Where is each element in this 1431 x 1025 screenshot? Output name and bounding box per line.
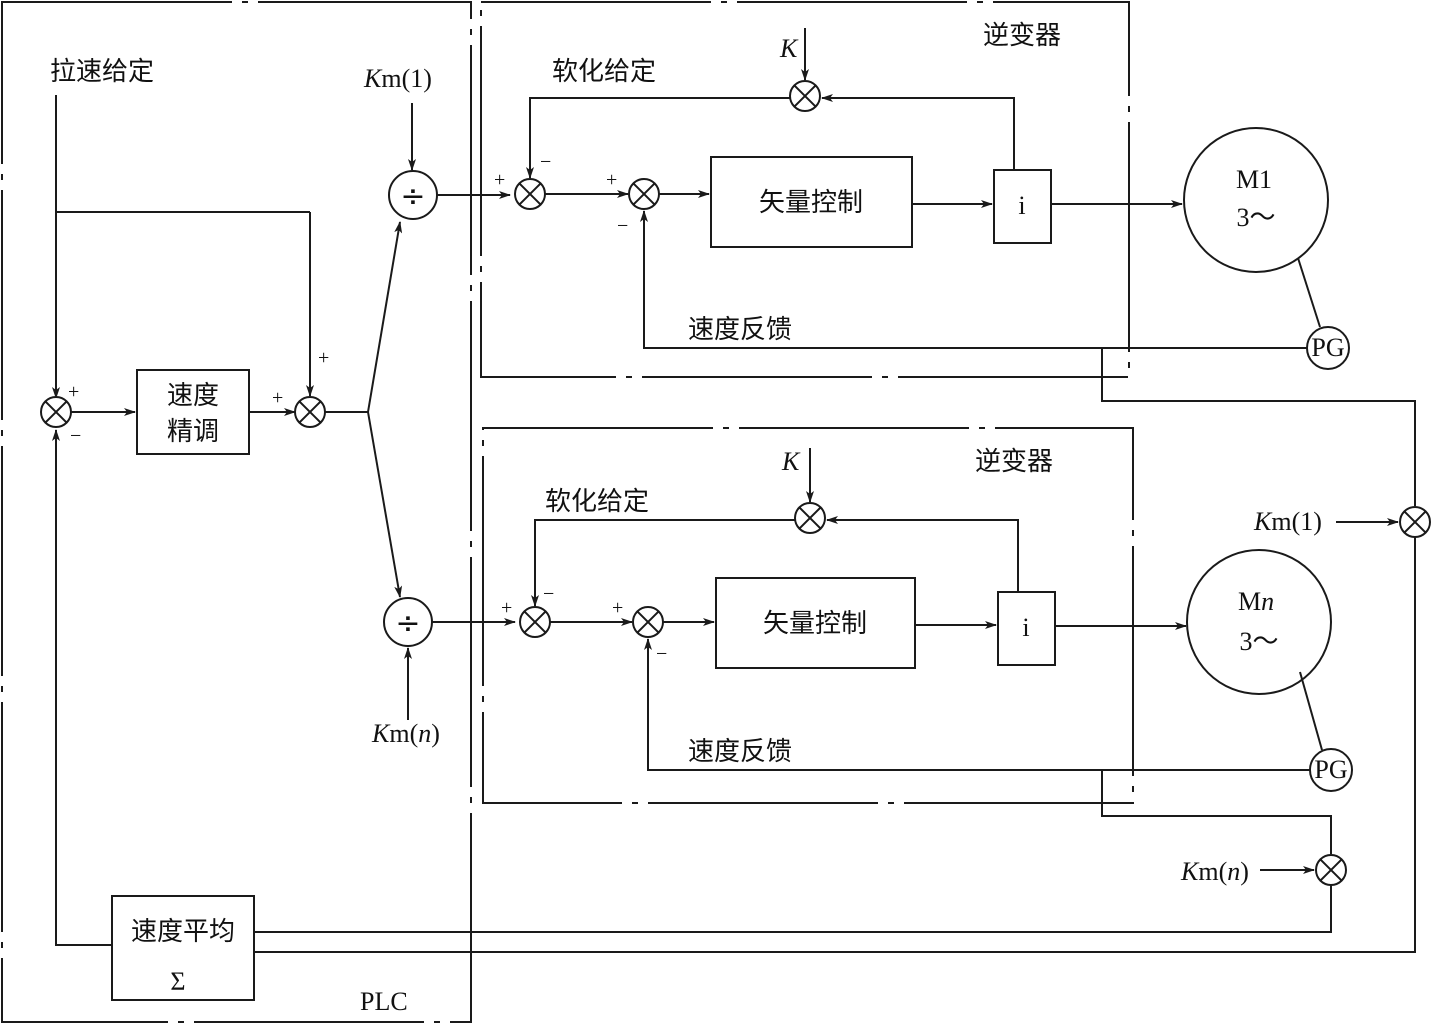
km1-label-right: Km(1) [1253, 507, 1322, 536]
sigma-symbol: Σ [170, 967, 185, 996]
svg-text:Mn: Mn [1238, 587, 1274, 616]
inverter-frame-n [482, 427, 1134, 804]
speed-average-label: 速度平均 [131, 917, 235, 947]
svg-text:PG: PG [1311, 333, 1344, 362]
speed-feedback-label-n: 速度反馈 [688, 737, 792, 767]
pg-encoder-1: PG [1306, 326, 1350, 370]
summing-junction-1b [628, 178, 660, 210]
current-block-n [997, 591, 1056, 666]
km1-label-top: Km(1) [363, 64, 432, 93]
summing-junction-b [294, 396, 326, 428]
current-label-1: i [1018, 191, 1025, 220]
fine-tune-label-1: 速度 [167, 381, 219, 411]
inverter-n-label: 逆变器 [975, 447, 1053, 477]
sign-minus: − [540, 151, 551, 173]
sign-plus: + [318, 347, 329, 369]
sign-plus: + [501, 597, 512, 619]
summing-junction-1a [514, 178, 546, 210]
vector-control-block-n [715, 577, 916, 669]
current-block-1 [993, 169, 1052, 244]
motor-mn: Mn 3～ [1186, 549, 1332, 695]
svg-text:÷: ÷ [395, 606, 420, 641]
divider-1: ÷ [388, 170, 438, 220]
fine-tune-label-2: 精调 [167, 417, 219, 447]
vector-control-block-1 [710, 156, 913, 248]
speed-average-block [111, 895, 255, 1001]
kmn-label-right: Km(n) [1180, 857, 1249, 886]
vector-control-label-n: 矢量控制 [763, 609, 867, 639]
current-label-n: i [1022, 613, 1029, 642]
speed-feedback-label-1: 速度反馈 [688, 315, 792, 345]
inverter-frame-1 [480, 1, 1130, 378]
sign-plus: + [68, 381, 79, 403]
multiplier-k-1 [789, 80, 821, 112]
svg-text:3～: 3～ [1236, 203, 1275, 232]
svg-text:M1: M1 [1236, 165, 1272, 194]
k-label-1: K [779, 34, 799, 63]
sign-minus: − [617, 215, 628, 237]
multiplier-k-n [794, 502, 826, 534]
soft-setpoint-label-1: 软化给定 [552, 57, 656, 87]
sign-plus: + [606, 169, 617, 191]
vector-control-label-1: 矢量控制 [759, 188, 863, 218]
speed-setpoint-label: 拉速给定 [50, 57, 154, 87]
svg-text:PG: PG [1314, 755, 1347, 784]
summing-junction-na [519, 606, 551, 638]
summing-junction-nb [632, 606, 664, 638]
kmn-label-bottom: Km(n) [371, 719, 440, 748]
plc-label: PLC [360, 987, 408, 1016]
sign-plus: + [612, 597, 623, 619]
sign-minus: − [543, 583, 554, 605]
sign-plus: + [494, 169, 505, 191]
svg-text:3～: 3～ [1239, 627, 1278, 656]
multiplier-km1 [1399, 506, 1431, 538]
soft-setpoint-label-n: 软化给定 [545, 487, 649, 517]
svg-text:÷: ÷ [400, 179, 425, 214]
multiplier-kmn [1315, 854, 1347, 886]
sign-plus: + [272, 387, 283, 409]
k-label-n: K [781, 447, 801, 476]
summing-junction-a [40, 396, 72, 428]
sign-minus: − [70, 425, 81, 447]
plc-frame [1, 1, 472, 1023]
divider-n: ÷ [383, 597, 433, 647]
speed-fine-tune-block [136, 369, 250, 455]
motor-m1: M1 3～ [1183, 127, 1329, 273]
sign-minus: − [656, 643, 667, 665]
inverter-1-label: 逆变器 [983, 21, 1061, 51]
pg-encoder-n: PG [1309, 748, 1353, 792]
